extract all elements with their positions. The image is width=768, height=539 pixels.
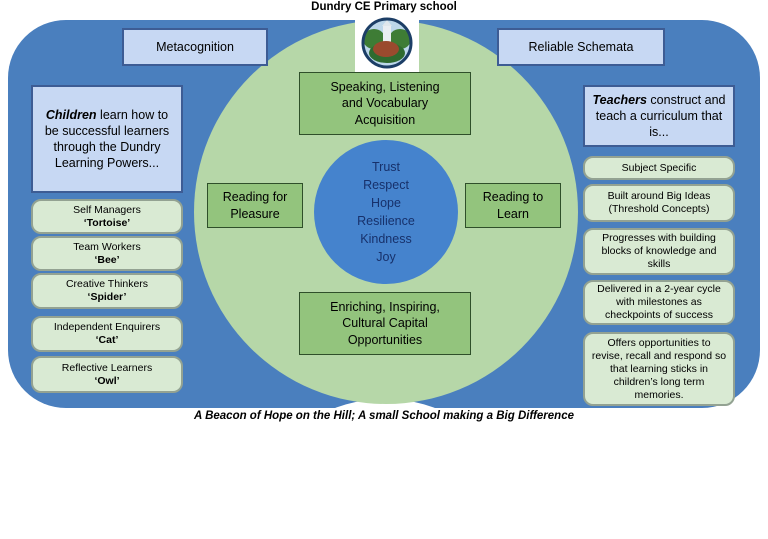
- curriculum-item-big-ideas: Built around Big Ideas (Threshold Concep…: [583, 184, 735, 222]
- page-title: Dundry CE Primary school: [311, 1, 457, 13]
- reliable-schemata-label: Reliable Schemata: [497, 28, 665, 66]
- children-intro-lead: Children: [45, 108, 97, 122]
- value-respect: Respect: [363, 178, 409, 192]
- cultural-line: Enriching, Inspiring,: [330, 299, 440, 314]
- learning-power-team-workers: Team Workers ‘Bee’: [31, 236, 183, 271]
- power-role: Creative Thinkers: [65, 278, 149, 290]
- reading-for-pleasure-box: Reading for Pleasure: [207, 183, 303, 228]
- reading-learn-line: Reading to: [482, 190, 544, 204]
- school-values-circle: Trust Respect Hope Resilience Kindness J…: [314, 140, 458, 284]
- power-animal: ‘Spider’: [87, 291, 127, 303]
- cultural-line: Opportunities: [347, 332, 423, 347]
- children-intro-rest: learn how to be successful learners thro…: [44, 108, 170, 170]
- curriculum-item-two-year-cycle: Delivered in a 2-year cycle with milesto…: [583, 280, 735, 325]
- speaking-line: Speaking, Listening: [330, 79, 440, 94]
- learning-power-reflective-learners: Reflective Learners ‘Owl’: [31, 356, 183, 393]
- curriculum-item-text: Subject Specific: [621, 161, 697, 174]
- speaking-line: and Vocabulary: [341, 96, 429, 111]
- reading-to-learn-box: Reading to Learn: [465, 183, 561, 228]
- learning-power-self-managers: Self Managers ‘Tortoise’: [31, 199, 183, 234]
- reading-pleasure-line: Reading for: [222, 190, 288, 204]
- teachers-intro-text: Teachers construct and teach a curriculu…: [591, 92, 727, 140]
- curriculum-item-subject-specific: Subject Specific: [583, 156, 735, 180]
- teachers-intro-rest: construct and teach a curriculum that is…: [595, 93, 726, 139]
- value-trust: Trust: [371, 160, 400, 174]
- speaking-line: Acquisition: [354, 112, 416, 127]
- value-kindness: Kindness: [360, 232, 412, 246]
- curriculum-item-text: Offers opportunities to revise, recall a…: [591, 336, 727, 401]
- cultural-capital-box: Enriching, Inspiring, Cultural Capital O…: [299, 292, 471, 355]
- metacognition-label: Metacognition: [122, 28, 268, 66]
- learning-power-creative-thinkers: Creative Thinkers ‘Spider’: [31, 273, 183, 309]
- value-resilience: Resilience: [357, 214, 415, 228]
- power-role: Reflective Learners: [61, 361, 153, 374]
- curriculum-item-text: Built around Big Ideas (Threshold Concep…: [607, 190, 711, 215]
- learning-power-independent-enquirers: Independent Enquirers ‘Cat’: [31, 316, 183, 352]
- power-role: Self Managers: [73, 203, 141, 216]
- power-animal: ‘Cat’: [95, 334, 119, 346]
- curriculum-item-text: Delivered in a 2-year cycle with milesto…: [597, 283, 721, 321]
- power-animal: ‘Bee’: [94, 253, 120, 266]
- curriculum-item-revise-recall: Offers opportunities to revise, recall a…: [583, 332, 735, 406]
- value-hope: Hope: [371, 196, 401, 210]
- curriculum-item-text: Progresses with building blocks of knowl…: [601, 232, 717, 270]
- value-joy: Joy: [376, 250, 396, 264]
- cultural-line: Cultural Capital: [342, 316, 428, 331]
- school-crest-icon: [361, 17, 413, 69]
- power-animal: ‘Tortoise’: [83, 216, 131, 229]
- children-intro-text: Children learn how to be successful lear…: [39, 107, 175, 171]
- reliable-schemata-text: Reliable Schemata: [528, 40, 634, 54]
- metacognition-text: Metacognition: [156, 40, 234, 54]
- speaking-listening-box: Speaking, Listening and Vocabulary Acqui…: [299, 72, 471, 135]
- school-logo: [360, 16, 414, 75]
- school-motto: A Beacon of Hope on the Hill; A small Sc…: [194, 410, 574, 422]
- power-role: Team Workers: [73, 240, 141, 253]
- reading-learn-line: Learn: [497, 206, 529, 221]
- reading-pleasure-line: Pleasure: [230, 206, 280, 221]
- curriculum-item-building-blocks: Progresses with building blocks of knowl…: [583, 228, 735, 275]
- teachers-intro-box: Teachers construct and teach a curriculu…: [583, 85, 735, 147]
- teachers-intro-lead: Teachers: [592, 93, 647, 107]
- power-animal: ‘Owl’: [94, 374, 120, 387]
- power-role: Independent Enquirers: [53, 321, 161, 333]
- children-intro-box: Children learn how to be successful lear…: [31, 85, 183, 193]
